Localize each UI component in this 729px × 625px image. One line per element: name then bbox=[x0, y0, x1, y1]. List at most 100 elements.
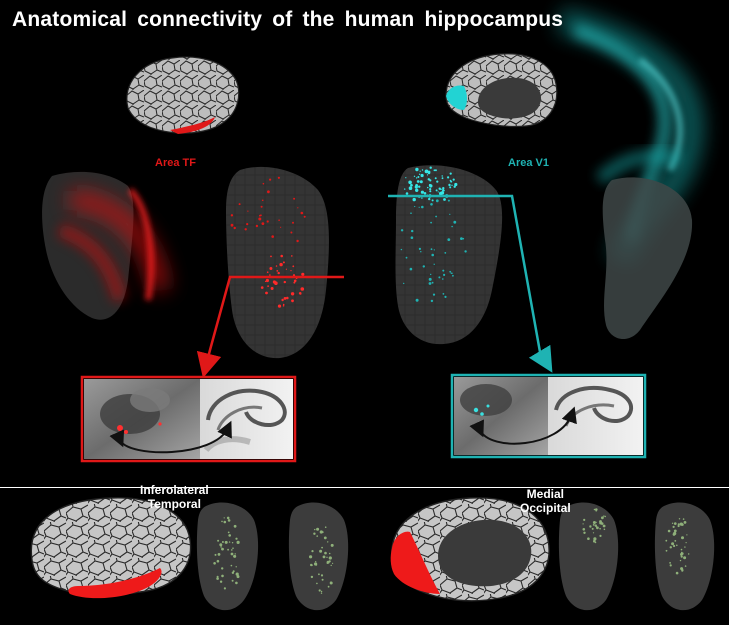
scatter-point bbox=[231, 579, 234, 582]
scatter-point bbox=[299, 293, 302, 295]
scatter-point bbox=[418, 206, 420, 208]
scatter-point bbox=[221, 567, 224, 570]
scatter-point bbox=[431, 253, 435, 257]
scatter-point bbox=[676, 544, 678, 547]
label-area-v1: Area V1 bbox=[508, 157, 549, 169]
scatter-point bbox=[682, 518, 685, 520]
scatter-point bbox=[213, 562, 216, 565]
scatter-point bbox=[255, 224, 259, 228]
scatter-point bbox=[269, 178, 272, 181]
scatter-point bbox=[441, 177, 444, 180]
scatter-point bbox=[591, 527, 594, 530]
scatter-point bbox=[328, 556, 332, 560]
scatter-point bbox=[442, 293, 445, 295]
scatter-point bbox=[326, 556, 328, 558]
scatter-point bbox=[269, 274, 271, 276]
scatter-point bbox=[260, 205, 263, 208]
scatter-point bbox=[428, 197, 431, 201]
scatter-point bbox=[417, 176, 420, 178]
scatter-point bbox=[321, 578, 324, 581]
scatter-point bbox=[259, 214, 261, 217]
scatter-point bbox=[440, 188, 442, 191]
scatter-point bbox=[277, 304, 282, 308]
scatter-point bbox=[673, 529, 677, 533]
scatter-point bbox=[413, 175, 416, 177]
scatter-point bbox=[454, 182, 458, 187]
scatter-point bbox=[310, 575, 314, 579]
scatter-point bbox=[296, 239, 299, 243]
scatter-point bbox=[449, 186, 452, 189]
scatter-point bbox=[231, 542, 234, 544]
scatter-point bbox=[332, 562, 334, 565]
scatter-point bbox=[316, 582, 318, 585]
scatter-point bbox=[266, 220, 269, 223]
scatter-point bbox=[267, 285, 269, 287]
scatter-point bbox=[415, 298, 419, 302]
scatter-point bbox=[217, 539, 220, 542]
scatter-point bbox=[405, 256, 408, 259]
scatter-point bbox=[680, 553, 683, 556]
scatter-point bbox=[685, 542, 687, 544]
scatter-point bbox=[223, 587, 226, 590]
scatter-point bbox=[330, 564, 332, 567]
scatter-point bbox=[677, 524, 680, 528]
scatter-point bbox=[595, 508, 598, 511]
scatter-point bbox=[216, 577, 219, 580]
scatter-point bbox=[602, 524, 606, 528]
scatter-point bbox=[235, 566, 237, 568]
tf-tractography bbox=[42, 171, 170, 320]
label-inferolateral-temporal: Inferolateral Temporal bbox=[140, 483, 209, 511]
scatter-point bbox=[314, 528, 316, 531]
scatter-point bbox=[265, 278, 269, 283]
scatter-point bbox=[326, 560, 330, 564]
scatter-point bbox=[236, 540, 240, 545]
scatter-point bbox=[434, 177, 437, 180]
scatter-point bbox=[435, 199, 439, 203]
scatter-point bbox=[669, 564, 672, 567]
lateral-brain-inferolateral bbox=[30, 497, 192, 599]
scatter-point bbox=[453, 185, 456, 188]
scatter-point bbox=[223, 517, 225, 519]
scatter-point bbox=[665, 539, 668, 542]
scatter-point bbox=[216, 559, 220, 563]
scatter-point bbox=[442, 278, 444, 280]
scatter-point bbox=[400, 229, 404, 232]
label-inferolateral-line2: Temporal bbox=[147, 497, 201, 511]
scatter-point bbox=[324, 551, 327, 555]
scatter-point bbox=[261, 222, 265, 226]
scatter-point bbox=[436, 180, 439, 183]
scatter-point bbox=[673, 544, 676, 548]
scatter-point bbox=[599, 534, 602, 538]
scatter-point bbox=[672, 525, 675, 529]
scatter-point bbox=[219, 580, 223, 583]
scatter-point bbox=[438, 276, 441, 279]
scatter-point bbox=[278, 219, 280, 221]
scatter-point bbox=[427, 186, 429, 189]
scatter-point bbox=[235, 581, 238, 585]
scatter-point bbox=[600, 522, 604, 525]
scatter-point bbox=[671, 522, 674, 524]
scatter-point bbox=[453, 220, 457, 224]
scatter-point bbox=[583, 518, 586, 522]
scatter-point bbox=[430, 248, 433, 251]
scatter-point bbox=[221, 541, 224, 543]
scatter-point bbox=[432, 293, 436, 296]
scatter-point bbox=[433, 249, 435, 251]
scatter-point bbox=[290, 270, 292, 272]
scatter-point bbox=[593, 508, 596, 511]
hippocampus-render-right-tract bbox=[602, 177, 693, 340]
medial-brain-occipital bbox=[390, 497, 550, 602]
scatter-point bbox=[421, 205, 424, 209]
scatter-point bbox=[429, 190, 432, 193]
scatter-point bbox=[428, 277, 432, 281]
scatter-point bbox=[421, 197, 423, 199]
figure-title: Anatomical connectivity of the human hip… bbox=[12, 8, 564, 31]
scatter-point bbox=[275, 265, 278, 267]
scatter-point bbox=[442, 269, 445, 272]
label-medial-line1: Medial bbox=[526, 487, 565, 501]
scatter-point bbox=[277, 176, 280, 179]
scatter-point bbox=[419, 180, 423, 184]
scatter-point bbox=[329, 581, 333, 585]
